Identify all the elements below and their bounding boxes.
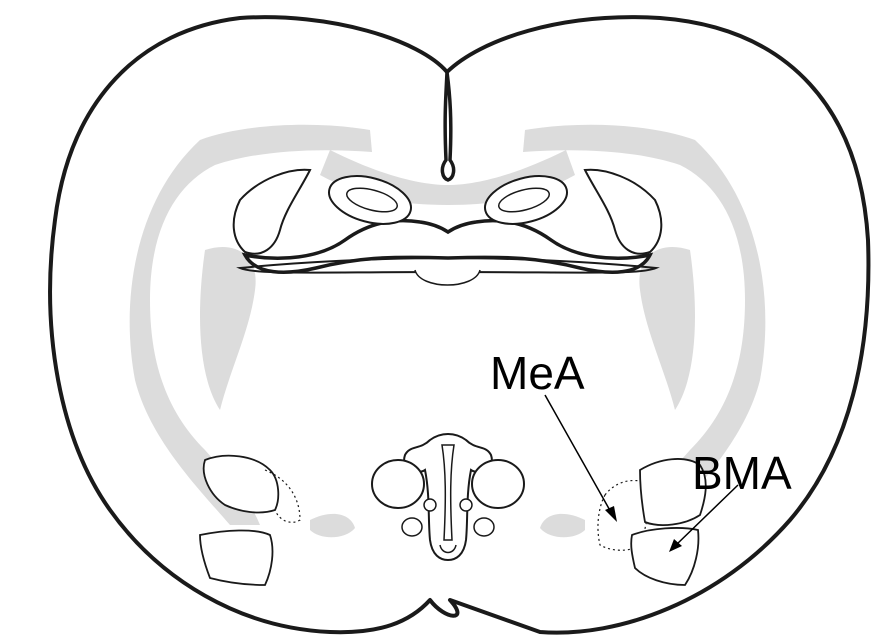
left-amygdala-lower	[200, 530, 272, 585]
nucleus-left-small	[424, 499, 436, 511]
mea-label: MeA	[490, 347, 585, 399]
fornix-left	[372, 460, 424, 508]
bma-label: BMA	[692, 447, 792, 499]
nucleus-right-small	[460, 499, 472, 511]
fornix-right	[472, 460, 524, 508]
nucleus-left-lower	[402, 518, 422, 536]
nucleus-right-lower	[474, 518, 494, 536]
